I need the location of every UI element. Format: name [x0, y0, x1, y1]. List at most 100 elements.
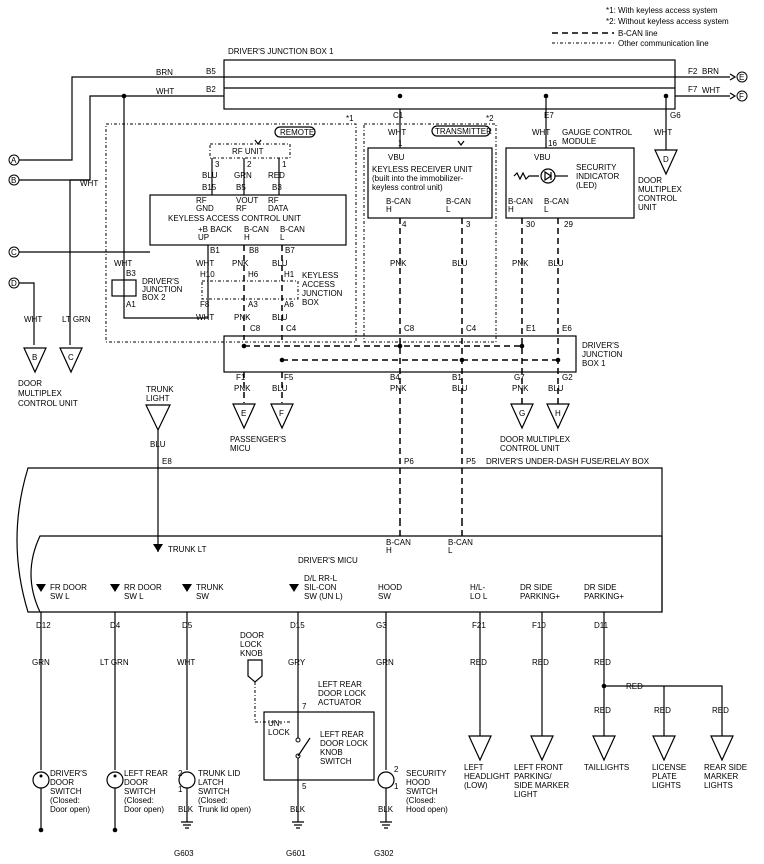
kacu-wire-blu: BLU	[272, 259, 288, 268]
kacu-rfdata-2: DATA	[268, 204, 289, 213]
splice-door-mcu	[663, 93, 669, 99]
connector-e-tri-label: E	[241, 409, 246, 418]
kajb-pin-f8: F8	[200, 300, 210, 309]
left-front-3: SIDE MARKER	[514, 781, 569, 790]
djb-mid-box	[223, 335, 577, 373]
fusebox-pin-p5: P5	[466, 457, 476, 466]
pin-d11: D11	[594, 621, 609, 630]
djb-mid-pnk3: PNK	[512, 384, 529, 393]
receiver-bcanl-1: B-CAN	[446, 197, 471, 206]
micu-rr-door-1: RR DOOR	[124, 583, 162, 592]
kacu-bcanh-2: H	[244, 233, 250, 242]
djb2-label-1: DRIVER'S	[142, 277, 179, 286]
fusebox-pin-p6: P6	[404, 457, 414, 466]
gauge-box	[505, 147, 635, 219]
pin-g3: G3	[376, 621, 387, 630]
knob-switch-blade	[297, 737, 311, 757]
hood-switch-icon	[377, 771, 395, 789]
djb-pin-b2: B2	[206, 85, 216, 94]
djb-mid-title-2: JUNCTION	[582, 350, 623, 359]
drv-door-switch-contact	[39, 774, 43, 778]
transmitter-antenna-icon	[457, 140, 465, 146]
kajb-wire-blu: BLU	[272, 313, 288, 322]
receiver-title-3: keyless control unit)	[372, 183, 443, 192]
transmitter-tag	[431, 125, 491, 137]
receiver-wire-blu: BLU	[452, 259, 468, 268]
legend-other: Other communication line	[618, 39, 709, 48]
connector-c-left-label: C	[11, 248, 17, 257]
knob-sw-2: DOOR LOCK	[320, 739, 369, 748]
kacu-vout-2: RF	[236, 204, 247, 213]
kajb-pin-h6: H6	[248, 270, 259, 279]
connector-c-tri-label: C	[68, 353, 74, 362]
kajb-label-3: JUNCTION	[302, 289, 343, 298]
remote-tag	[274, 126, 316, 138]
knob-sw-3: KNOB	[320, 748, 343, 757]
receiver-bcanh-2: H	[386, 205, 392, 214]
trunk-latch-1: TRUNK LID	[198, 769, 240, 778]
djb-mid-pnk2: PNK	[390, 384, 407, 393]
receiver-pin-c8: C8	[404, 324, 415, 333]
ground-g302-icon	[380, 821, 392, 829]
gauge-bcanh-1: B-CAN	[508, 197, 533, 206]
micu-trunk-lt: TRUNK LT	[168, 545, 207, 554]
kajb-pin-a6: A6	[284, 300, 294, 309]
djb-mid-pin-b4: B4	[390, 373, 400, 382]
djb2-pin-a1: A1	[126, 300, 136, 309]
group-keyless-access	[105, 123, 357, 343]
legend-note-2: *2: Without keyless access system	[606, 17, 729, 26]
kajb-label-2: ACCESS	[302, 280, 335, 289]
rear-side-2: MARKER	[704, 772, 738, 781]
rr-door-arrow-icon	[110, 584, 120, 592]
passenger-micu-2: MICU	[230, 444, 251, 453]
kacu-pin-b7: B7	[285, 246, 295, 255]
pin-f21: F21	[472, 621, 486, 630]
connector-e-right	[736, 71, 748, 83]
kacu-pin-b15: B15	[202, 183, 217, 192]
actuator-box	[263, 711, 375, 781]
gauge-pin-16: 16	[548, 139, 557, 148]
trunk-sw-arrow-icon	[182, 584, 192, 592]
kacu-pin-b1: B1	[210, 246, 220, 255]
ground-g601: G601	[286, 849, 306, 858]
legend: *1: With keyless access system *2: Witho…	[552, 6, 729, 48]
led-diode-icon	[544, 170, 553, 182]
wire-rear-side-red	[604, 685, 723, 736]
left-headlight-symbol	[468, 735, 492, 762]
kajb-box	[201, 280, 299, 300]
connector-g-tri-label: G	[519, 409, 525, 418]
keyless-access-control-unit: RF GND VOUT RF RF DATA KEYLESS ACCESS CO…	[149, 194, 347, 255]
gauge-wire-wht: WHT	[532, 128, 550, 137]
djb2-label-2: JUNCTION	[142, 285, 183, 294]
trunk-latch-3: SWITCH	[198, 787, 230, 796]
trunk-latch-5: Trunk lid open)	[198, 805, 251, 814]
hood-switch-2: HOOD	[406, 778, 430, 787]
micu-dl-rrl-2: SIL-CON	[304, 583, 337, 592]
connector-a-left	[8, 154, 20, 166]
wire-red7: RED	[712, 706, 729, 715]
arrow-e-icon	[729, 73, 737, 81]
wire-red1: RED	[470, 658, 487, 667]
actuator-2: DOOR LOCK	[318, 689, 367, 698]
wire-grn1: GRN	[32, 658, 50, 667]
micu-hood-sw-1: HOOD	[378, 583, 402, 592]
trunk-sw-pin-2: 2	[178, 769, 183, 778]
trunk-sw-pin-1: 1	[178, 785, 183, 794]
connector-b-left	[8, 174, 20, 186]
connector-a-left-label: A	[11, 156, 17, 165]
connector-e-triangle	[232, 403, 256, 430]
djb-mid-blu2: BLU	[452, 384, 468, 393]
connector-b-triangle	[23, 347, 47, 374]
door-mcu-right-wht: WHT	[654, 128, 672, 137]
rf-wire-red: RED	[268, 171, 285, 180]
djb-mid-dot-3	[397, 343, 403, 349]
wire-wht: WHT	[177, 658, 195, 667]
drv-door-switch-icon	[32, 771, 50, 789]
gauge-pin-e1: E1	[526, 324, 536, 333]
kacu-pin-b3: B3	[272, 183, 282, 192]
wire-red5: RED	[594, 706, 611, 715]
legend-note-1: *1: With keyless access system	[606, 6, 718, 15]
left-head-3: (LOW)	[464, 781, 488, 790]
license-2: PLATE	[652, 772, 677, 781]
